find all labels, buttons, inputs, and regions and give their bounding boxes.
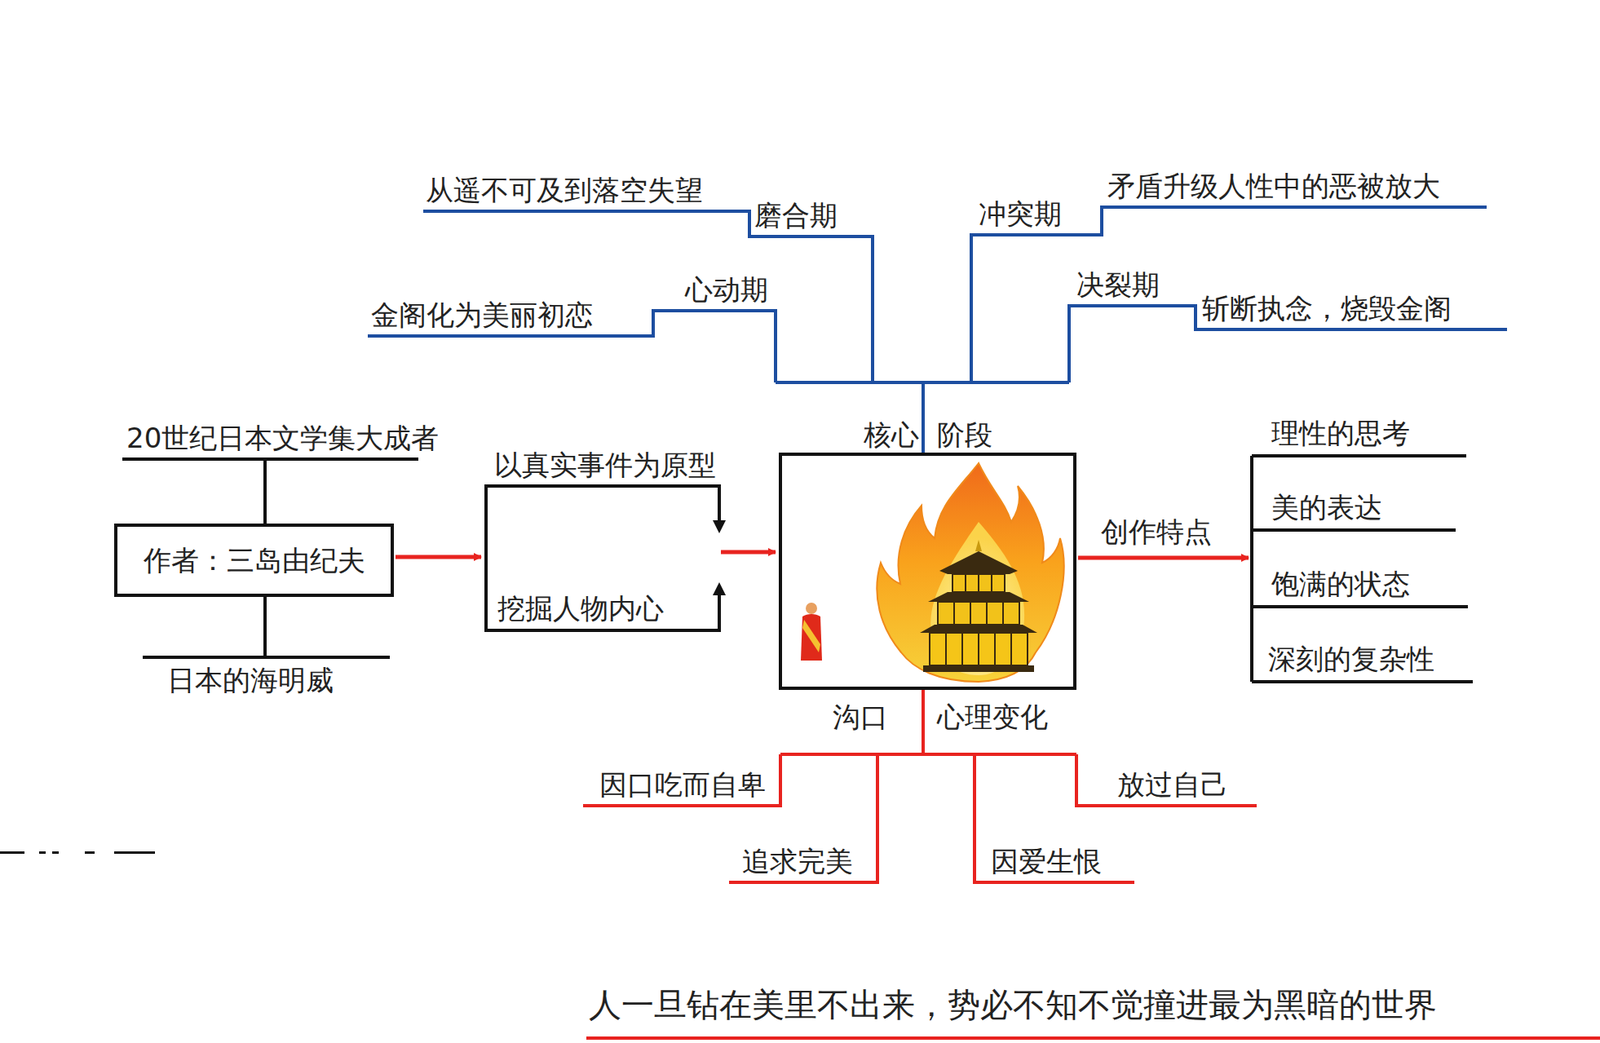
arrow-connector <box>720 550 776 555</box>
node-text: 美的表达 <box>1271 490 1383 525</box>
branch-label: 斩断执念，烧毁金阁 <box>1202 291 1452 326</box>
branch-label: 日本的海明威 <box>167 663 334 698</box>
edge-label: 创作特点 <box>1100 515 1212 549</box>
branch-label: 冲突期 <box>978 197 1062 231</box>
arrow-connector <box>395 555 482 560</box>
branch-label: 磨合期 <box>754 198 838 233</box>
node-text: 挖掘人物内心 <box>497 592 664 626</box>
branch-label: 心动期 <box>685 273 769 307</box>
branch-label: 因爱生恨 <box>990 844 1102 879</box>
branch-label: 20世纪日本文学集大成者 <box>126 421 439 456</box>
node-text: 心理变化 <box>937 700 1048 734</box>
node-text: 沟口 <box>832 700 889 734</box>
branch-label: 金阁化为美丽初恋 <box>371 298 593 332</box>
author-box: 作者：三岛由纪夫 <box>114 523 394 597</box>
node-text: 核心 <box>863 418 920 452</box>
bracket-arrowheads <box>712 520 726 596</box>
dash-marks <box>0 851 155 854</box>
branch-label: 放过自己 <box>1117 768 1229 802</box>
author-lines <box>122 455 1473 682</box>
source-bracket: 以真实事件为原型挖掘人物内心 <box>484 484 720 633</box>
bottom-branches <box>583 689 1600 1039</box>
node-text: 饱满的状态 <box>1271 567 1410 602</box>
arrow-connector <box>1078 556 1249 561</box>
branch-label: 矛盾升级人性中的恶被放大 <box>1107 169 1441 204</box>
burning-pavilion <box>876 463 1064 682</box>
quote-text: 人一旦钻在美里不出来，势必不知不觉撞进最为黑暗的世界 <box>588 985 1437 1025</box>
node-text: 作者：三岛由纪夫 <box>143 543 366 578</box>
node-text: 深刻的复杂性 <box>1268 642 1435 677</box>
monk-figure <box>800 602 823 661</box>
node-text: 阶段 <box>937 418 993 452</box>
branch-label: 追求完美 <box>742 844 854 879</box>
node-text: 理性的思考 <box>1271 416 1410 451</box>
branch-label: 决裂期 <box>1076 268 1160 302</box>
branch-label: 因口吃而自卑 <box>599 768 766 802</box>
central-image-box: 核心阶段沟口心理变化 <box>778 452 1077 690</box>
branch-label: 从遥不可及到落空失望 <box>425 173 703 208</box>
features-bracket: 理性的思考美的表达饱满的状态深刻的复杂性 <box>1251 411 1477 682</box>
top-branches <box>367 207 1508 453</box>
node-text: 以真实事件为原型 <box>494 448 717 482</box>
